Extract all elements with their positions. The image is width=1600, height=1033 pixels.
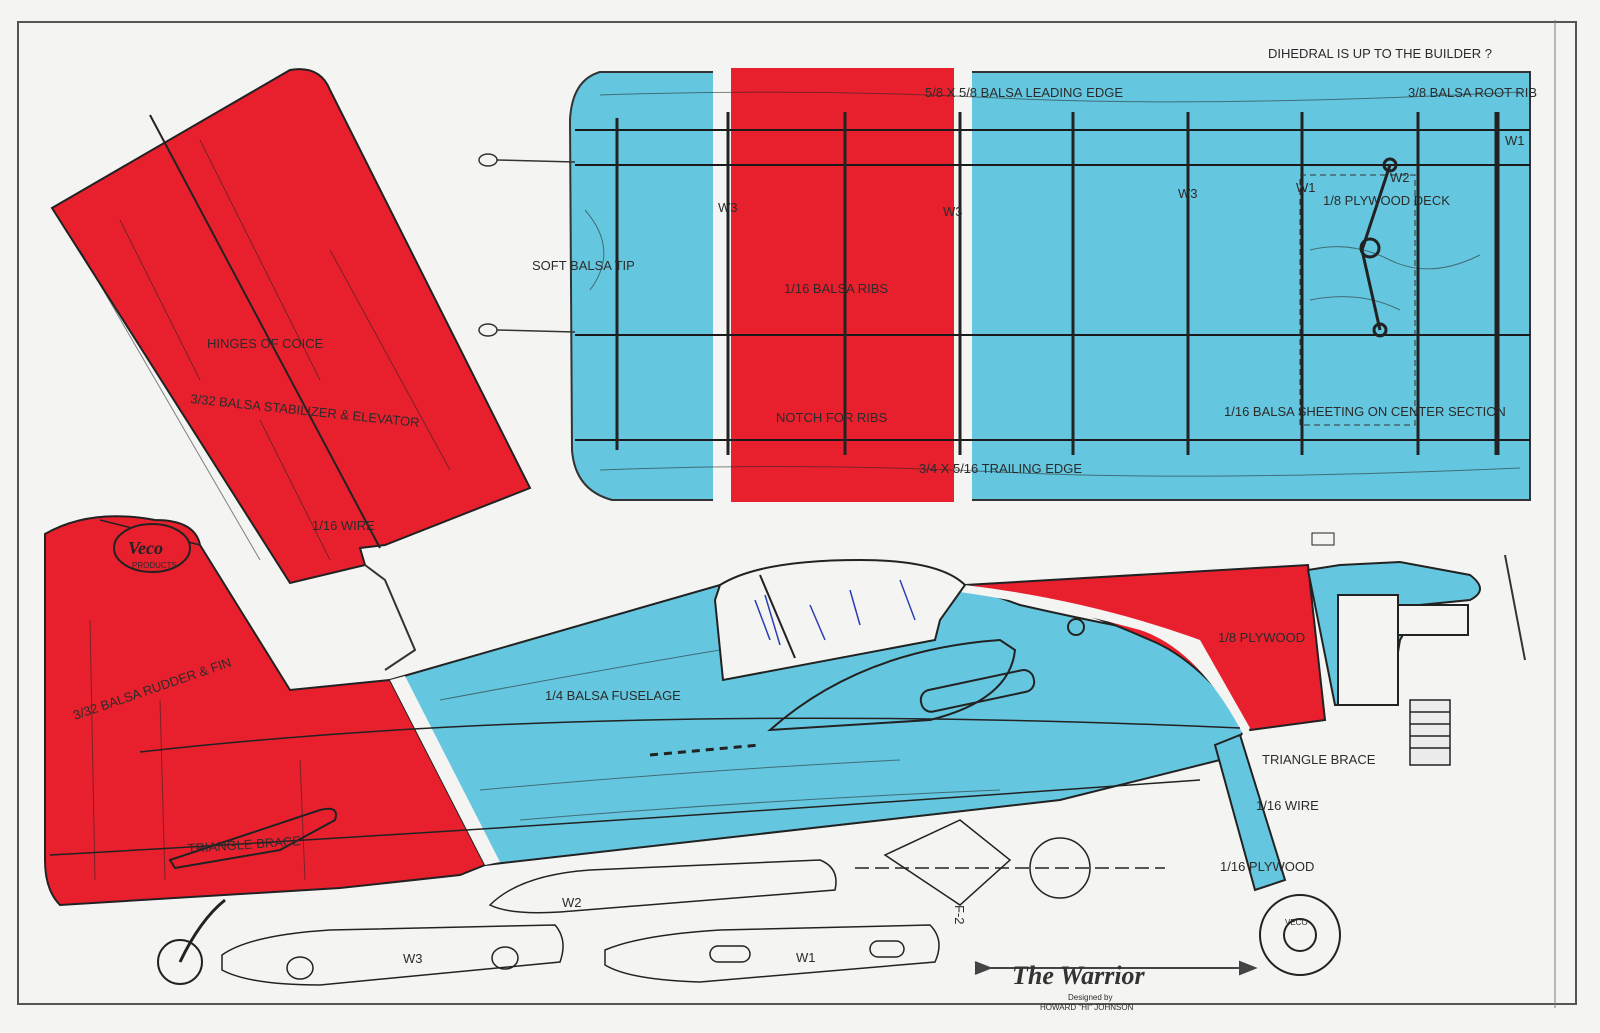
tail-red — [44, 515, 487, 907]
label-plywood-sixteenth: 1/16 PLYWOOD — [1220, 859, 1314, 874]
leadout-eyelet-front — [478, 153, 498, 167]
wheel-hub — [1283, 918, 1317, 952]
fuel-fill — [1067, 618, 1085, 636]
rib-w1-slot — [709, 945, 751, 963]
wing-grain — [584, 91, 1521, 477]
rib-w3-hole — [491, 946, 519, 970]
landing-gear — [157, 733, 1341, 985]
rib-w3-hole — [286, 956, 314, 980]
stabilizer-outline — [50, 68, 532, 585]
pushrod — [649, 743, 761, 757]
label-w1-root: W1 — [1505, 133, 1525, 148]
label-rib-w1: W1 — [796, 950, 816, 965]
label-dihedral: DIHEDRAL IS UP TO THE BUILDER ? — [1268, 46, 1492, 61]
wing-red-stripe — [731, 68, 954, 502]
main-wheel — [1259, 894, 1341, 976]
canopy-glare — [754, 579, 916, 646]
label-sheeting: 1/16 BALSA SHEETING ON CENTER SECTION — [1224, 404, 1506, 419]
tank-slot — [919, 669, 1036, 713]
label-hinges: HINGES OF COICE — [207, 336, 324, 351]
label-wire-gear: 1/16 WIRE — [1256, 798, 1319, 813]
canopy-frame — [759, 574, 796, 659]
canopy — [713, 558, 967, 682]
label-w3-left: W3 — [718, 200, 738, 215]
firewall-part — [883, 819, 1012, 906]
elevator-horn-wire — [364, 564, 417, 671]
label-ribs: 1/16 BALSA RIBS — [784, 281, 888, 296]
label-plywood-eighth: 1/8 PLYWOOD — [1218, 630, 1305, 645]
label-w1-mid: W1 — [1296, 180, 1316, 195]
label-rib-w3: W3 — [403, 951, 423, 966]
designer-line-1: Designed by — [1068, 993, 1112, 1002]
wing-white-stripe-right — [954, 68, 972, 502]
label-w3-right: W3 — [1178, 186, 1198, 201]
label-fuselage: 1/4 BALSA FUSELAGE — [545, 688, 681, 703]
designer-line-2: HOWARD "HI" JOHNSON — [1040, 1003, 1134, 1012]
label-leading-edge: 5/8 X 5/8 BALSA LEADING EDGE — [925, 85, 1123, 100]
rib-w1-slot — [869, 940, 905, 958]
engine — [1306, 532, 1526, 766]
cylinder-fins — [1409, 699, 1451, 766]
logo-text: Veco — [128, 538, 163, 558]
rib-w3 — [221, 924, 564, 986]
wing-panel — [478, 68, 1531, 502]
fuselage — [44, 515, 1327, 907]
wheel-text: VECO — [1285, 918, 1308, 927]
rib-templates — [221, 819, 1165, 986]
stabilizer — [50, 68, 532, 671]
rib-w2 — [488, 859, 837, 914]
veco-logo — [113, 523, 191, 573]
leadout-eyelet-rear — [478, 323, 498, 337]
label-notch: NOTCH FOR RIBS — [776, 410, 888, 425]
logo-subtext: PRODUCTS — [132, 561, 177, 570]
propeller — [1504, 554, 1526, 661]
tail-white-band — [390, 676, 500, 865]
label-root-rib: 3/8 BALSA ROOT RIB — [1408, 85, 1537, 100]
fuselage-centerline — [139, 717, 1241, 753]
label-trailing-edge: 3/4 X 5/16 TRAILING EDGE — [919, 461, 1082, 476]
fuselage-bottomline — [49, 779, 1201, 856]
rib-w1 — [604, 924, 940, 983]
fuselage-grain — [89, 619, 1001, 881]
stabilizer-grain — [79, 139, 451, 561]
tail-wheel-wire — [178, 898, 226, 963]
page-border — [17, 21, 1577, 1005]
engine-plan-view — [1029, 837, 1091, 899]
label-rib-w2: W2 — [562, 895, 582, 910]
gear-leg — [1213, 733, 1287, 892]
label-firewall: F-2 — [952, 905, 967, 925]
rear-triangle-brace — [168, 807, 337, 870]
center-sheeting — [1299, 174, 1416, 426]
label-plywood-deck: 1/8 PLYWOOD DECK — [1323, 193, 1450, 208]
label-wire-tail: 1/16 WIRE — [312, 518, 375, 533]
label-soft-tip: SOFT BALSA TIP — [532, 258, 635, 273]
label-triangle-front: TRIANGLE BRACE — [1262, 752, 1376, 767]
nose-white-band — [960, 585, 1250, 738]
needle-valve — [1311, 532, 1335, 546]
label-w2-mid: W2 — [1390, 170, 1410, 185]
engine-case — [1337, 594, 1399, 706]
wing-saddle — [767, 638, 1017, 732]
plan-title: The Warrior — [1012, 961, 1146, 990]
lead-out-wires — [478, 153, 576, 337]
hinge-line — [149, 114, 381, 549]
title-arrow — [974, 960, 1258, 976]
label-w3-center: W3 — [943, 204, 963, 219]
crankshaft-housing — [1397, 604, 1469, 636]
wing-ribs — [615, 112, 1500, 455]
